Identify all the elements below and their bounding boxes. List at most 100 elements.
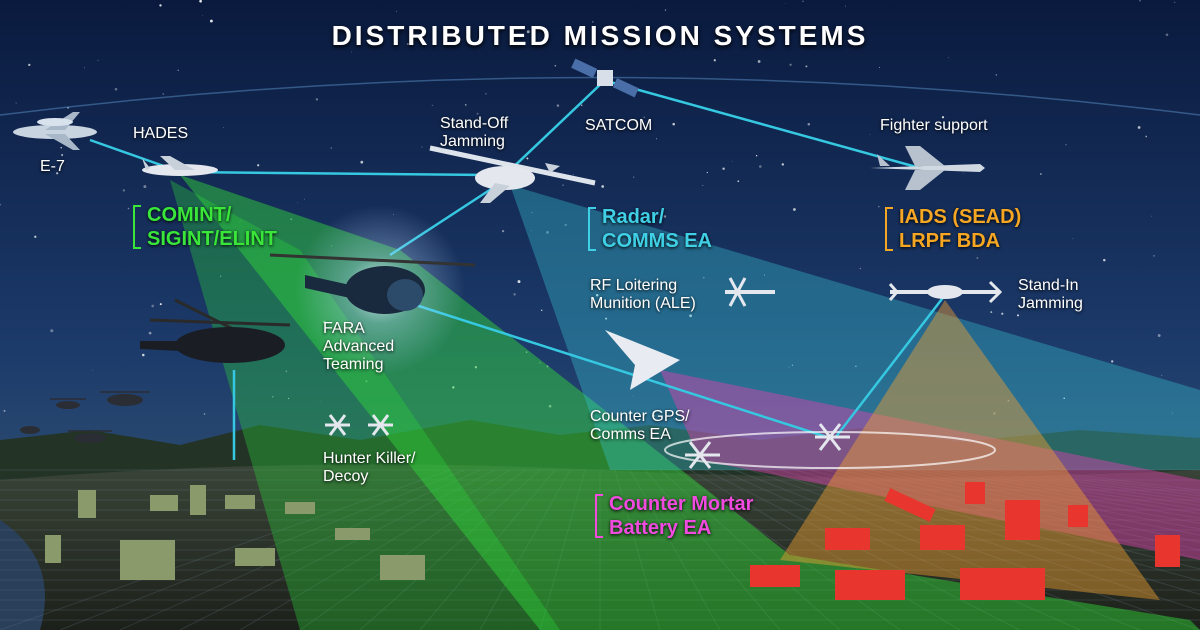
star [525, 351, 528, 353]
category-bracket [133, 205, 141, 249]
star [976, 257, 979, 259]
grid-line [614, 469, 661, 630]
star [1153, 255, 1155, 257]
star [1111, 360, 1114, 363]
star [1063, 397, 1065, 399]
category-bracket [885, 207, 893, 251]
star [601, 185, 605, 188]
star [56, 172, 59, 175]
mortar-line1: Counter Mortar [609, 493, 754, 515]
star [330, 147, 332, 149]
star [802, 0, 804, 2]
hunter-killer-label-line1: Hunter Killer/ [323, 450, 416, 467]
satcom-label: SATCOM [585, 117, 653, 134]
grid-line [719, 469, 1081, 630]
star [531, 230, 533, 232]
star [722, 167, 725, 170]
star [84, 67, 86, 69]
fara-label-line2: Advanced [323, 338, 395, 355]
standoff-label-line1: Stand-Off [440, 115, 509, 132]
star [1161, 374, 1163, 376]
star [748, 35, 750, 38]
comint-line1: COMINT/ [147, 204, 232, 226]
star [605, 317, 608, 320]
star [122, 189, 126, 192]
star [476, 112, 479, 115]
star [452, 386, 455, 389]
fighter-jet-icon [870, 146, 985, 190]
star [793, 208, 796, 211]
star [805, 65, 808, 68]
water [0, 520, 45, 630]
star [1103, 258, 1106, 262]
star [1139, 0, 1141, 2]
star [713, 59, 716, 62]
hades-aircraft-icon [142, 156, 218, 176]
star [556, 104, 560, 107]
star [319, 401, 321, 403]
radar-line1: Radar/ [602, 206, 665, 228]
star [755, 155, 758, 157]
star [941, 116, 945, 119]
helicopter-group-icon [20, 391, 150, 443]
star [540, 309, 543, 312]
star [878, 206, 880, 208]
counter-mortar-category-label: Counter Mortar Battery EA [595, 492, 753, 540]
star [546, 231, 549, 234]
star [1001, 312, 1004, 315]
comint-category-label: COMINT/ SIGINT/ELINT [133, 203, 277, 251]
star [285, 370, 288, 373]
hades-label: HADES [133, 125, 189, 142]
grid-line [419, 469, 556, 630]
star [396, 11, 398, 12]
grid-line [914, 469, 1200, 519]
star [706, 171, 708, 174]
rf-loitering-label-line1: RF Loitering [590, 277, 678, 294]
radar-beam [510, 185, 1200, 470]
grid-line [959, 469, 1200, 507]
counter-gps-label-line2: Comms EA [590, 426, 671, 443]
star [501, 229, 505, 233]
rf-loitering-munition-icon [725, 277, 775, 307]
grid-line [809, 469, 1200, 570]
grid-line [629, 469, 721, 630]
star [807, 123, 811, 126]
star [127, 207, 130, 210]
grid-line [179, 469, 496, 630]
star [351, 51, 353, 53]
standin-label-line2: Jamming [1018, 295, 1083, 312]
grid-line [779, 469, 1200, 595]
star [97, 59, 99, 61]
comint-beam-inner [170, 180, 560, 630]
star [757, 60, 761, 63]
hunter-killer-label-line2: Decoy [323, 468, 369, 485]
standin-jamming-beam [780, 300, 1160, 600]
hunter-killer-decoy-icons [325, 414, 850, 469]
star [731, 161, 733, 162]
category-bracket [588, 207, 596, 251]
star [50, 329, 54, 333]
counter-gps-label-line1: Counter GPS/ [590, 408, 690, 425]
grid-line [299, 469, 526, 630]
star [789, 63, 792, 66]
star [142, 353, 145, 357]
star [788, 31, 790, 34]
star [667, 237, 669, 239]
star [431, 104, 433, 106]
category-bracket [595, 494, 603, 538]
enemy-ground-units [750, 482, 1180, 600]
star [148, 331, 152, 335]
star [513, 293, 516, 296]
star [855, 365, 857, 368]
star [672, 122, 675, 126]
grid-line [764, 469, 1200, 612]
page-title: DISTRIBUTED MISSION SYSTEMS [331, 20, 869, 51]
rf-loitering-label-line2: Munition (ALE) [590, 295, 696, 312]
star [990, 311, 993, 314]
grid-line [929, 469, 1200, 515]
star [34, 235, 37, 238]
star [859, 267, 861, 270]
star [781, 163, 784, 166]
star [758, 165, 762, 168]
star [220, 275, 222, 277]
